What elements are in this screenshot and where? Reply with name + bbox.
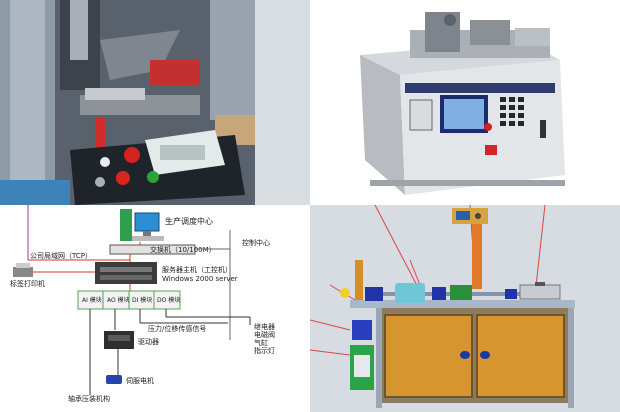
printer-label: 标签打印机: [10, 279, 45, 288]
architecture-svg: 生产调度中心 交换机（10/100M） 控制中心 公司局域网（TCP） 服务器主…: [10, 205, 275, 403]
tester-device-panel: [310, 0, 620, 205]
switch-label: 交换机（10/100M）: [150, 245, 216, 254]
actuator-label: 驱动器: [138, 337, 159, 346]
printer-icon: [13, 263, 33, 277]
right-list-item-1: 继电器: [254, 322, 275, 331]
sensor-label: 压力/位移传感信号: [148, 324, 206, 333]
right-list-item-2: 电磁阀: [254, 330, 275, 339]
module-label-do: DO 模块: [157, 296, 180, 304]
machine-render: [310, 205, 620, 412]
module-label-di: DI 模块: [132, 296, 152, 304]
module-label-ai: AI 模块: [82, 296, 102, 304]
factory-photo: [0, 0, 310, 205]
bottom-label: 轴承压装机构: [68, 394, 110, 403]
computer-icon: [120, 209, 164, 241]
system-architecture-diagram: 生产调度中心 交换机（10/100M） 控制中心 公司局域网（TCP） 服务器主…: [0, 205, 310, 412]
switch-side-label: 控制中心: [242, 238, 270, 247]
server-icon: [95, 262, 157, 284]
right-list-item-3: 气缸: [254, 338, 268, 347]
actuator-icon: [104, 331, 134, 349]
motor-label: 伺服电机: [126, 376, 154, 385]
tester-device-image: [310, 0, 620, 205]
right-list-item-4: 指示灯: [254, 346, 275, 355]
network-label: 公司局域网（TCP）: [30, 251, 92, 260]
top-title: 生产调度中心: [165, 216, 213, 226]
server-label-line1: 服务器主机（工控机）: [162, 265, 232, 274]
motor-icon: [106, 375, 122, 384]
machine-render-panel: [310, 205, 620, 412]
module-label-ao: AO 模块: [107, 296, 130, 304]
server-label-line2: Windows 2000 server: [162, 275, 238, 283]
factory-photo-panel: [0, 0, 310, 205]
